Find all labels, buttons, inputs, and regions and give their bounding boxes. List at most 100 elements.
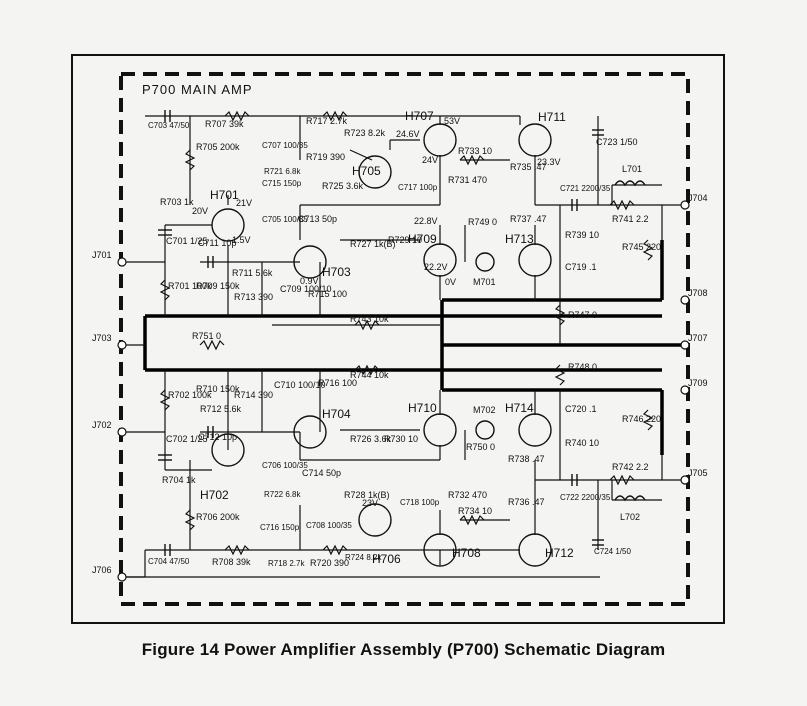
- svg-text:C710 100/10: C710 100/10: [274, 380, 326, 390]
- jack-terminals: [117, 200, 690, 582]
- svg-text:J702: J702: [92, 420, 112, 430]
- svg-text:R743 10k: R743 10k: [350, 314, 389, 324]
- svg-text:R718 2.7k: R718 2.7k: [268, 559, 305, 568]
- svg-text:C723 1/50: C723 1/50: [596, 137, 638, 147]
- svg-text:L702: L702: [620, 512, 640, 522]
- svg-text:R706 200k: R706 200k: [196, 512, 240, 522]
- svg-text:R741 2.2: R741 2.2: [612, 214, 649, 224]
- svg-text:R717 2.7k: R717 2.7k: [306, 116, 348, 126]
- svg-text:C715 150p: C715 150p: [262, 179, 302, 188]
- svg-text:R739 10: R739 10: [565, 230, 599, 240]
- inductors: [614, 180, 646, 502]
- svg-text:H710: H710: [408, 401, 437, 415]
- svg-text:C722 2200/35: C722 2200/35: [560, 493, 611, 502]
- svg-text:R703 1k: R703 1k: [160, 197, 194, 207]
- svg-text:R720 390: R720 390: [310, 558, 349, 568]
- transistor-labels: H701 H702 H703 H704 H705 H706 H707 H708 …: [200, 109, 574, 566]
- svg-text:R732 470: R732 470: [448, 490, 487, 500]
- svg-text:R724 8.2k: R724 8.2k: [345, 553, 382, 562]
- svg-text:R738 .47: R738 .47: [508, 454, 545, 464]
- svg-text:R734 10: R734 10: [458, 506, 492, 516]
- svg-text:H702: H702: [200, 488, 229, 502]
- svg-text:R746 220: R746 220: [622, 414, 661, 424]
- svg-text:H705: H705: [352, 164, 381, 178]
- svg-text:20V: 20V: [192, 206, 208, 216]
- svg-text:C713 50p: C713 50p: [298, 214, 337, 224]
- svg-text:R702 100k: R702 100k: [168, 390, 212, 400]
- svg-text:H704: H704: [322, 407, 351, 421]
- svg-text:H701: H701: [210, 188, 239, 202]
- svg-text:C709 100/10: C709 100/10: [280, 284, 332, 294]
- svg-text:H711: H711: [538, 110, 566, 124]
- svg-text:R713 390: R713 390: [234, 292, 273, 302]
- meter-symbols: [475, 252, 495, 440]
- svg-text:C719 .1: C719 .1: [565, 262, 597, 272]
- svg-text:53V: 53V: [444, 116, 460, 126]
- svg-text:H707: H707: [405, 109, 434, 123]
- svg-text:R751 0: R751 0: [192, 331, 221, 341]
- svg-text:C724 1/50: C724 1/50: [594, 547, 631, 556]
- svg-text:R709 150k: R709 150k: [196, 281, 240, 291]
- svg-text:J704: J704: [688, 193, 708, 203]
- resistors: [159, 110, 654, 556]
- svg-text:R735 .47: R735 .47: [510, 162, 547, 172]
- meter-labels: M701 M702 L701 L702: [473, 164, 642, 522]
- svg-text:H713: H713: [505, 232, 534, 246]
- svg-text:R710 150k: R710 150k: [196, 384, 240, 394]
- ground-bus: [143, 240, 685, 455]
- svg-text:R727 1k(B): R727 1k(B): [350, 239, 396, 249]
- svg-text:J705: J705: [688, 468, 708, 478]
- wiring: [122, 115, 685, 578]
- svg-text:H706: H706: [372, 552, 401, 566]
- svg-text:C701 1/25: C701 1/25: [166, 236, 208, 246]
- svg-text:C718 100p: C718 100p: [400, 498, 440, 507]
- svg-text:R729 10: R729 10: [388, 235, 422, 245]
- svg-text:J703: J703: [92, 333, 112, 343]
- outer-frame: [71, 54, 725, 624]
- svg-text:C706 100/35: C706 100/35: [262, 461, 308, 470]
- svg-text:H709: H709: [408, 232, 437, 246]
- svg-text:C708 100/35: C708 100/35: [306, 521, 352, 530]
- svg-text:J708: J708: [688, 288, 708, 298]
- svg-text:C705 100/35: C705 100/35: [262, 215, 308, 224]
- svg-text:H712: H712: [545, 546, 574, 560]
- svg-text:22.2V: 22.2V: [424, 262, 448, 272]
- svg-text:23V: 23V: [362, 498, 378, 508]
- svg-text:R744 10k: R744 10k: [350, 370, 389, 380]
- svg-text:C704 47/50: C704 47/50: [148, 557, 190, 566]
- svg-text:H708: H708: [452, 546, 481, 560]
- svg-text:M701: M701: [473, 277, 496, 287]
- svg-text:R726 3.6k: R726 3.6k: [350, 434, 392, 444]
- svg-text:R704 1k: R704 1k: [162, 475, 196, 485]
- svg-text:C712 10p: C712 10p: [198, 432, 237, 442]
- capacitors: [158, 110, 604, 556]
- svg-text:1.5V: 1.5V: [232, 235, 251, 245]
- svg-text:R721 6.8k: R721 6.8k: [264, 167, 301, 176]
- svg-text:C703 47/50: C703 47/50: [148, 121, 190, 130]
- svg-text:0.9V: 0.9V: [300, 276, 319, 286]
- svg-text:R750 0: R750 0: [466, 442, 495, 452]
- svg-text:C702 1/25: C702 1/25: [166, 434, 208, 444]
- svg-text:J709: J709: [688, 378, 708, 388]
- svg-text:22.8V: 22.8V: [414, 216, 438, 226]
- svg-text:C717 100p: C717 100p: [398, 183, 438, 192]
- svg-text:R737 .47: R737 .47: [510, 214, 547, 224]
- svg-text:R719 390: R719 390: [306, 152, 345, 162]
- svg-text:R712 5.6k: R712 5.6k: [200, 404, 242, 414]
- svg-text:R736 .47: R736 .47: [508, 497, 545, 507]
- svg-text:24.6V: 24.6V: [396, 129, 420, 139]
- svg-text:C721 2200/35: C721 2200/35: [560, 184, 611, 193]
- board-title: P700 MAIN AMP: [142, 82, 253, 97]
- svg-text:R745 220: R745 220: [622, 242, 661, 252]
- svg-text:R725 3.6k: R725 3.6k: [322, 181, 364, 191]
- component-labels: C703 47/50 R707 39k R705 200k R717 2.7k …: [148, 116, 661, 568]
- svg-text:24V: 24V: [422, 155, 438, 165]
- svg-text:J701: J701: [92, 250, 112, 260]
- svg-text:C720 .1: C720 .1: [565, 404, 597, 414]
- figure-caption: Figure 14 Power Amplifier Assembly (P700…: [141, 640, 666, 659]
- svg-text:R715 100: R715 100: [308, 289, 347, 299]
- svg-text:R740 10: R740 10: [565, 438, 599, 448]
- svg-text:R747 0: R747 0: [568, 310, 597, 320]
- svg-text:R707 39k: R707 39k: [205, 119, 244, 129]
- svg-text:L701: L701: [622, 164, 642, 174]
